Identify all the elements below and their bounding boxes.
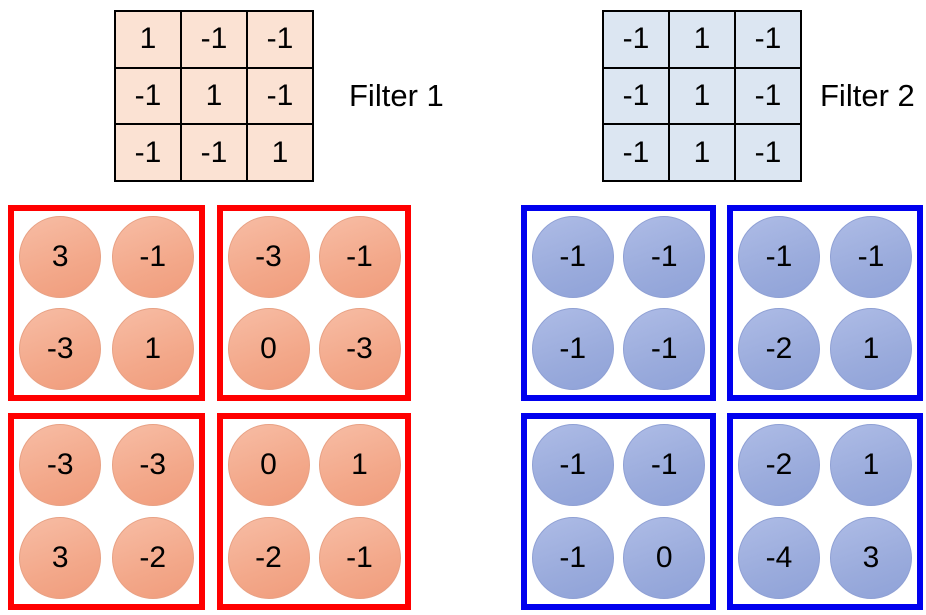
feature-value-bubble: 0 [227, 424, 310, 507]
map-cell: -1 [825, 211, 917, 303]
filter-1-cell: -1 [182, 125, 246, 180]
feature-value-bubble: -1 [318, 216, 401, 298]
filter-1-kernel-grid: 1 -1 -1 -1 1 -1 -1 -1 1 [114, 10, 314, 182]
filter-1-cell: 1 [248, 125, 312, 180]
map-cell: 0 [619, 512, 711, 605]
feature-value-bubble: 3 [830, 516, 912, 599]
map-cell: -3 [314, 303, 405, 395]
blue-feature-map-block-top-left: -1 -1 -1 -1 [521, 205, 716, 401]
feature-value-bubble: 1 [830, 308, 912, 390]
filter-2-label: Filter 2 [820, 78, 915, 113]
filter-1-cell: 1 [116, 12, 180, 67]
feature-value-bubble: -2 [738, 308, 820, 390]
feature-value-bubble: 1 [111, 308, 194, 390]
feature-value-bubble: -1 [531, 308, 614, 390]
blue-feature-map-block-top-right: -1 -1 -2 1 [727, 205, 923, 401]
red-feature-map-block-bottom-left: -3 -3 3 -2 [8, 413, 205, 610]
map-cell: -2 [107, 512, 200, 605]
red-feature-map-block-top-right: -3 -1 0 -3 [217, 205, 411, 401]
map-cell: 3 [14, 211, 107, 303]
map-cell: -1 [619, 211, 711, 303]
map-cell: 0 [223, 303, 314, 395]
filter-2-cell: -1 [604, 12, 668, 67]
blue-feature-map-block-bottom-right: -2 1 -4 3 [727, 413, 923, 610]
map-cell: -1 [527, 512, 619, 605]
feature-value-bubble: -1 [623, 216, 706, 298]
feature-value-bubble: -1 [531, 216, 614, 298]
map-cell: -1 [733, 211, 825, 303]
feature-value-bubble: 1 [830, 424, 912, 507]
feature-value-bubble: -1 [318, 516, 401, 599]
map-cell: -4 [733, 512, 825, 605]
filter-2-cell: -1 [604, 68, 668, 124]
filter-2-cell: -1 [604, 125, 668, 180]
filter-1-cell: -1 [116, 68, 180, 124]
feature-value-bubble: -4 [738, 516, 820, 599]
feature-value-bubble: -3 [318, 308, 401, 390]
map-cell: -3 [14, 419, 107, 512]
filter-2-cell: 1 [670, 125, 734, 180]
feature-value-bubble: -1 [738, 216, 820, 298]
map-cell: -1 [619, 303, 711, 395]
map-cell: 3 [825, 512, 917, 605]
map-cell: -1 [527, 303, 619, 395]
feature-value-bubble: -3 [111, 424, 194, 507]
feature-value-bubble: 3 [19, 516, 102, 599]
feature-value-bubble: -1 [531, 424, 614, 507]
feature-value-bubble: -2 [738, 424, 820, 507]
filter-1-label: Filter 1 [349, 78, 444, 113]
blue-feature-map-block-bottom-left: -1 -1 -1 0 [521, 413, 716, 610]
map-cell: 1 [825, 303, 917, 395]
feature-value-bubble: -2 [111, 516, 194, 599]
feature-value-bubble: -2 [227, 516, 310, 599]
red-feature-map-block-bottom-right: 0 1 -2 -1 [217, 413, 411, 610]
map-cell: 1 [314, 419, 405, 512]
feature-value-bubble: -3 [19, 424, 102, 507]
map-cell: 0 [223, 419, 314, 512]
map-cell: -3 [223, 211, 314, 303]
feature-value-bubble: -1 [531, 516, 614, 599]
filter-2-cell: -1 [736, 68, 800, 124]
map-cell: -1 [527, 419, 619, 512]
feature-value-bubble: -3 [19, 308, 102, 390]
feature-value-bubble: -1 [623, 424, 706, 507]
feature-value-bubble: -1 [623, 308, 706, 390]
feature-value-bubble: -1 [111, 216, 194, 298]
map-cell: -1 [527, 211, 619, 303]
map-cell: -2 [733, 303, 825, 395]
filter-2-cell: 1 [670, 68, 734, 124]
map-cell: -3 [14, 303, 107, 395]
filter-2-cell: -1 [736, 125, 800, 180]
map-cell: -1 [107, 211, 200, 303]
feature-value-bubble: 3 [19, 216, 102, 298]
feature-value-bubble: -1 [830, 216, 912, 298]
map-cell: -1 [314, 512, 405, 605]
filter-1-cell: -1 [248, 12, 312, 67]
map-cell: -3 [107, 419, 200, 512]
feature-value-bubble: 1 [318, 424, 401, 507]
feature-value-bubble: 0 [623, 516, 706, 599]
map-cell: -2 [733, 419, 825, 512]
map-cell: 1 [825, 419, 917, 512]
feature-value-bubble: 0 [227, 308, 310, 390]
map-cell: 1 [107, 303, 200, 395]
map-cell: -1 [314, 211, 405, 303]
filter-1-cell: -1 [248, 68, 312, 124]
filter-1-cell: 1 [182, 68, 246, 124]
feature-value-bubble: -3 [227, 216, 310, 298]
map-cell: -1 [619, 419, 711, 512]
filter-2-kernel-grid: -1 1 -1 -1 1 -1 -1 1 -1 [602, 10, 802, 182]
filter-2-cell: 1 [670, 12, 734, 67]
red-feature-map-block-top-left: 3 -1 -3 1 [8, 205, 205, 401]
filter-1-cell: -1 [182, 12, 246, 67]
map-cell: 3 [14, 512, 107, 605]
filter-1-cell: -1 [116, 125, 180, 180]
map-cell: -2 [223, 512, 314, 605]
filter-2-cell: -1 [736, 12, 800, 67]
